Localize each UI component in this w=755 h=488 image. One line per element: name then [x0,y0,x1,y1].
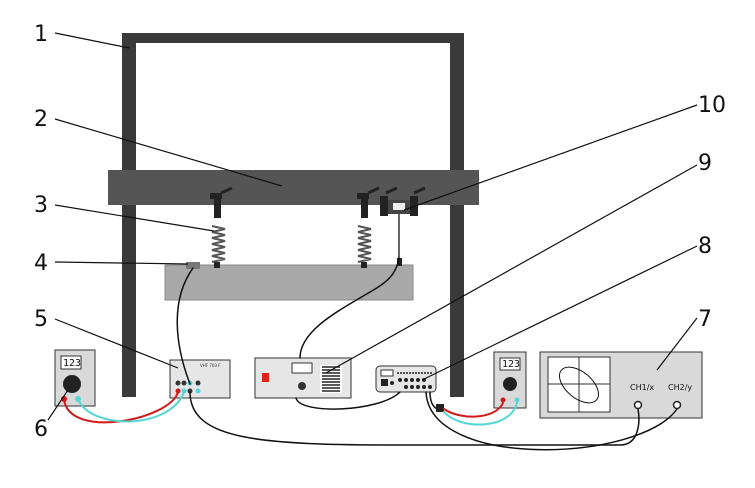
label-5: 5 [34,307,48,332]
oscilloscope-ch1-socket [633,400,643,410]
oscilloscope-ch2-socket [672,400,682,410]
signal-device [375,365,437,393]
sensor-clip [186,262,200,269]
multimeter-right-display: 123 [502,359,520,370]
label-10: 10 [698,93,726,118]
amplifier: VHF 703 F [169,359,231,399]
frame-right-post [450,33,464,397]
oscilloscope-ch2-label: CH2/y [668,383,692,392]
multimeter-left: 123 [54,349,96,407]
oscilloscope: CH1/x CH2/y [539,351,703,419]
label-6: 6 [34,417,48,442]
mass-block [164,264,414,301]
multimeter-left-display: 123 [63,358,81,369]
label-9: 9 [698,151,712,176]
spring-right [357,186,380,268]
amplifier-label: VHF 703 F [200,363,221,368]
leader-lines [47,32,698,421]
label-3: 3 [34,193,48,218]
label-4: 4 [34,251,48,276]
label-7: 7 [698,307,712,332]
multimeter-right: 123 [493,351,527,409]
wires [63,257,678,451]
label-2: 2 [34,107,48,132]
spring-left [210,186,233,268]
label-8: 8 [698,234,712,259]
label-1: 1 [34,22,48,47]
oscilloscope-ch1-label: CH1/x [630,383,654,392]
frame-top-beam [122,33,464,43]
frame-left-post [122,33,136,397]
power-box [254,357,352,399]
